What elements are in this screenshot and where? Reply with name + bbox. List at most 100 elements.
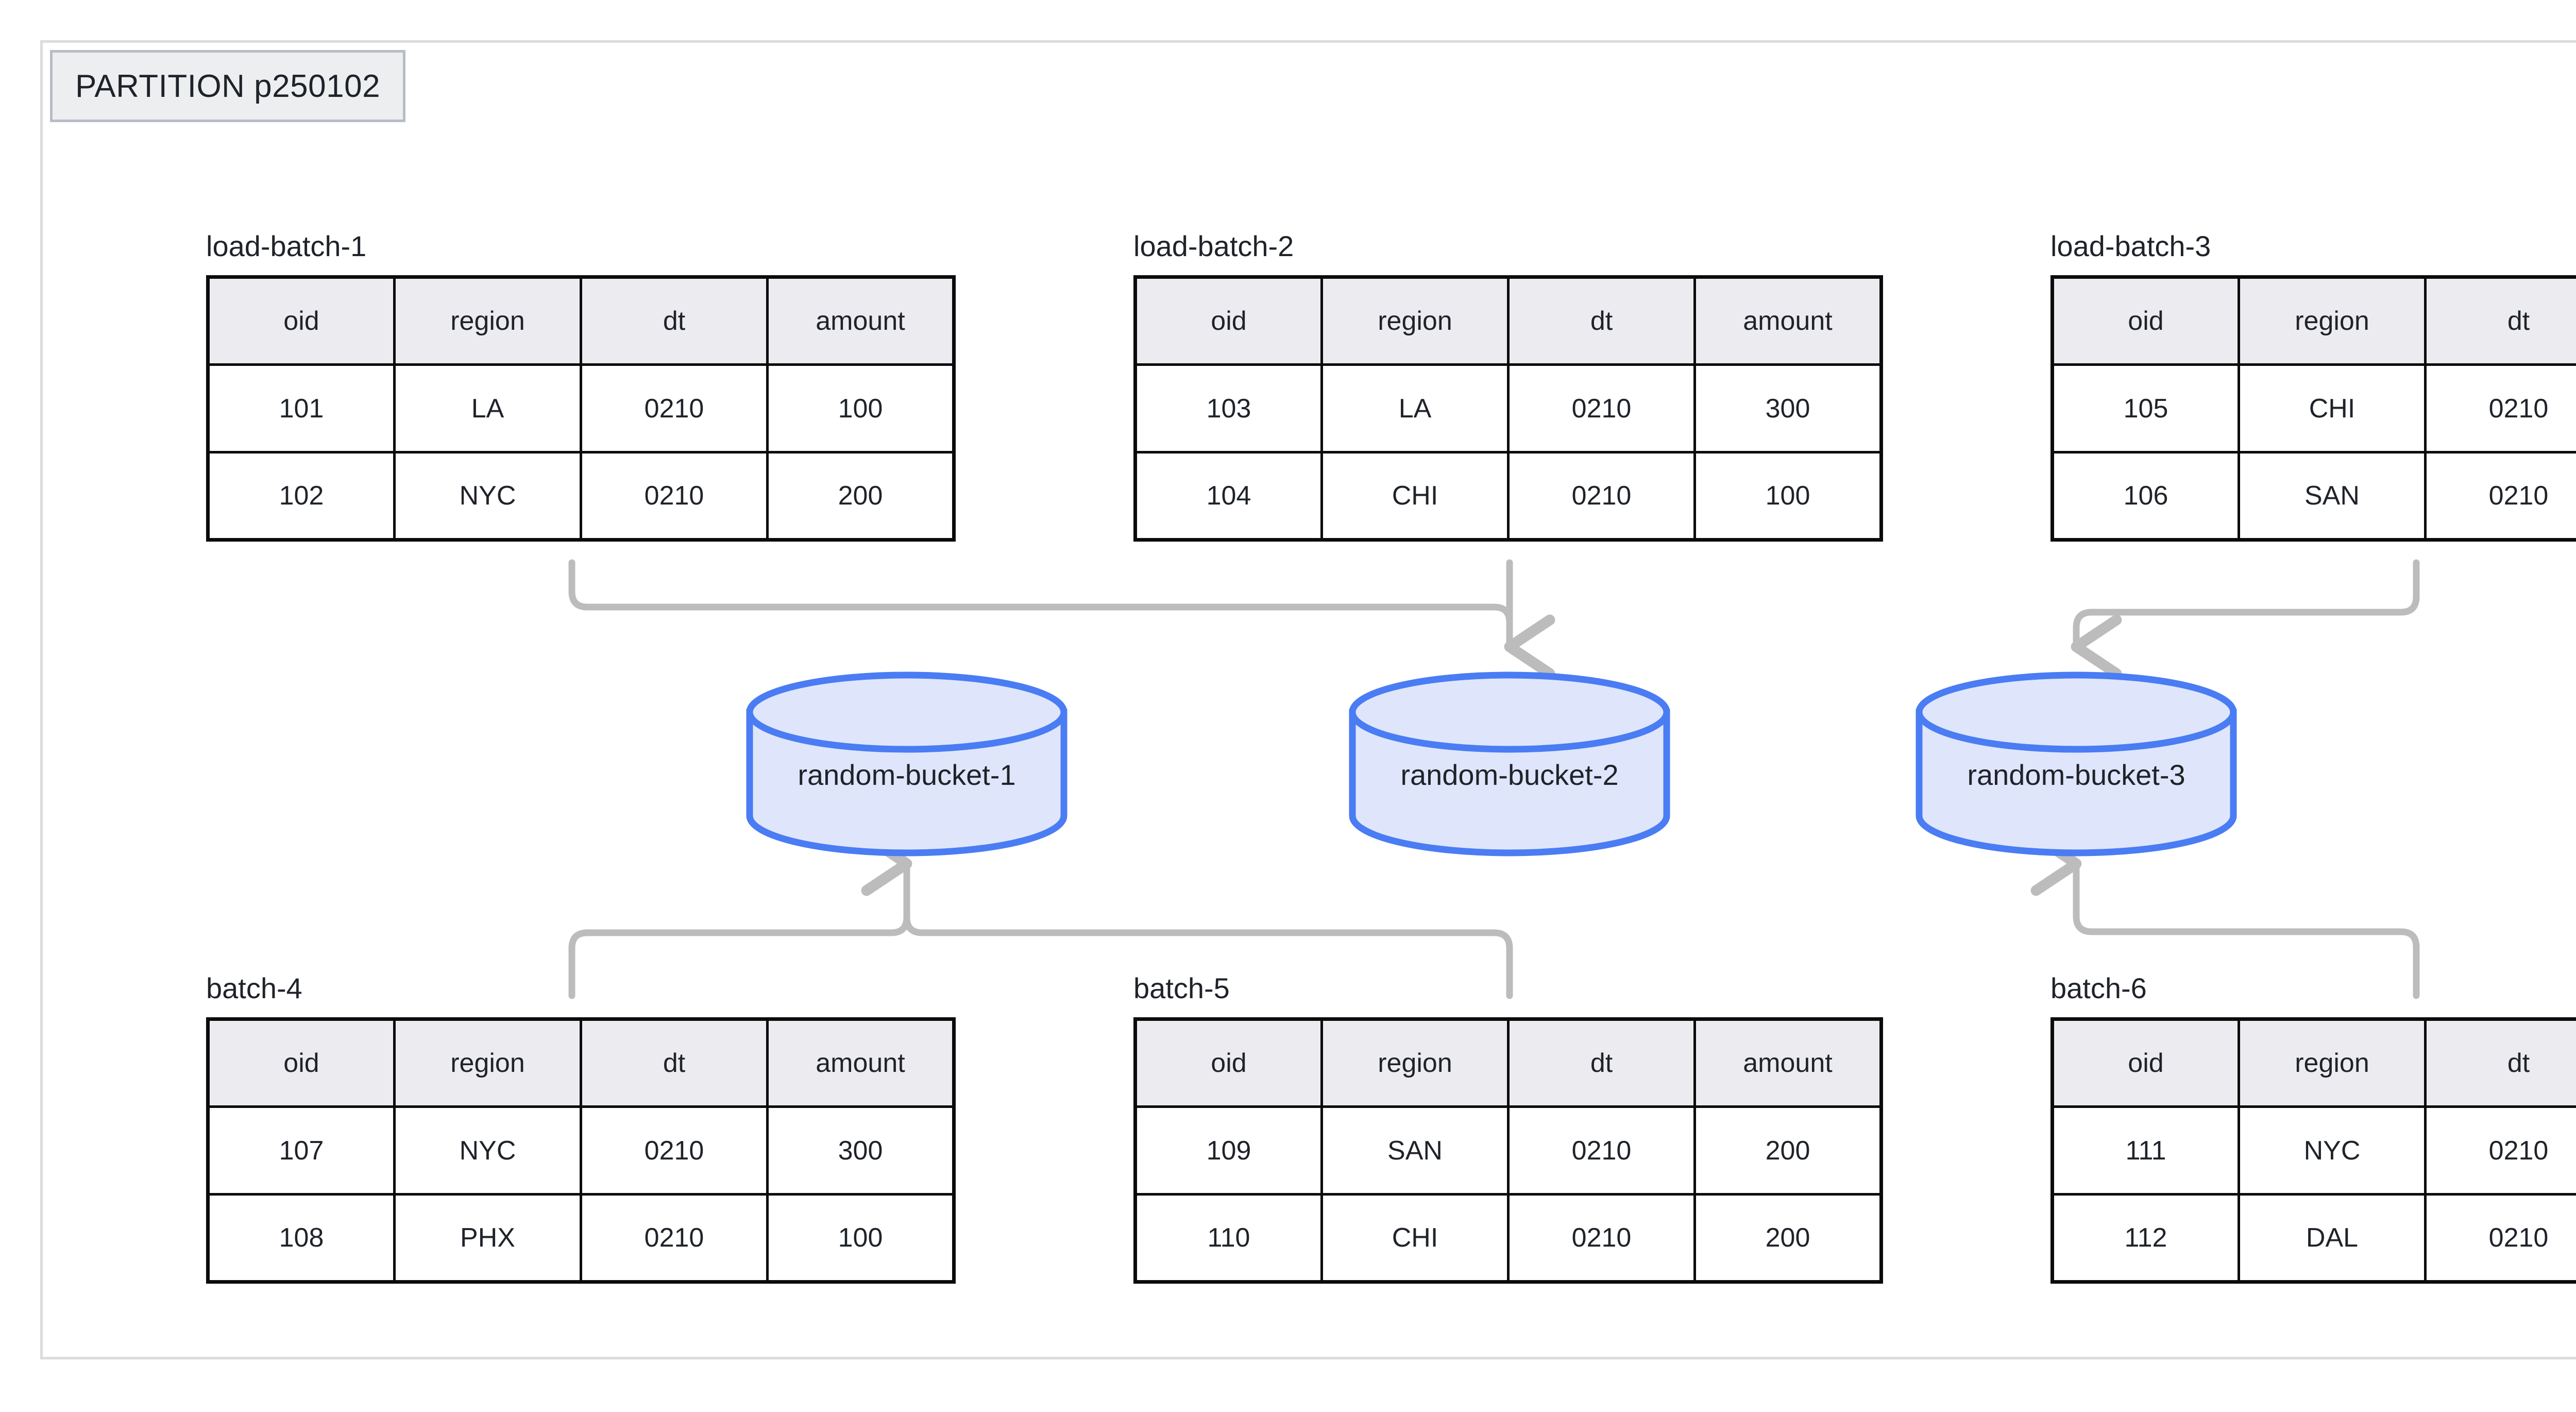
batch-table: oid region dt amount 103 LA 0210 300 104… [1133,275,1883,542]
batch-label: batch-4 [206,972,302,1004]
col-header-region: region [393,276,582,366]
col-header-amount: amount [1693,276,1883,366]
cell-dt: 0210 [2424,451,2576,541]
cell-oid: 112 [2051,1193,2240,1283]
cell-oid: 105 [2051,363,2240,453]
cell-region: NYC [2238,1105,2427,1196]
cell-oid: 108 [207,1193,396,1283]
cell-amount: 200 [766,451,955,541]
cell-amount: 100 [766,1193,955,1283]
cell-amount: 300 [766,1105,955,1196]
table-row: 104 CHI 0210 100 [1134,451,1883,541]
table-header-row: oid region dt amount [207,1018,955,1108]
col-header-oid: oid [1134,1018,1323,1108]
table-row: 106 SAN 0210 100 [2051,451,2576,541]
cell-dt: 0210 [1507,1105,1696,1196]
cell-oid: 104 [1134,451,1323,541]
col-header-oid: oid [207,276,396,366]
table-row: 101 LA 0210 100 [207,363,955,453]
col-header-oid: oid [2051,276,2240,366]
batch-table: oid region dt amount 111 NYC 0210 100 11… [2050,1017,2576,1284]
cell-amount: 200 [1693,1105,1883,1196]
cell-oid: 103 [1134,363,1323,453]
table-row: 112 DAL 0210 200 [2051,1193,2576,1283]
batch-group-batch-5: batch-5 oid region dt amount 109 SAN 021… [1133,974,1883,1284]
col-header-region: region [2238,1018,2427,1108]
cell-amount: 100 [1693,451,1883,541]
col-header-amount: amount [766,1018,955,1108]
bucket-label-3: random-bucket-3 [1967,759,2185,791]
edge-batch-6-to-bucket-3 [2030,831,2420,999]
bucket-random-bucket-2[interactable] [1349,671,1670,856]
batch-label: batch-6 [2050,972,2147,1004]
cell-region: CHI [2238,363,2427,453]
col-header-amount: amount [766,276,955,366]
col-header-region: region [1320,1018,1510,1108]
batch-table: oid region dt amount 109 SAN 0210 200 11… [1133,1017,1883,1284]
table-row: 108 PHX 0210 100 [207,1193,955,1283]
cell-dt: 0210 [1507,1193,1696,1283]
col-header-region: region [2238,276,2427,366]
cell-oid: 109 [1134,1105,1323,1196]
cell-dt: 0210 [580,363,769,453]
cell-dt: 0210 [1507,451,1696,541]
batch-table: oid region dt amount 107 NYC 0210 300 10… [206,1017,956,1284]
cell-dt: 0210 [580,1193,769,1283]
cell-dt: 0210 [580,1105,769,1196]
batch-group-batch-6: batch-6 oid region dt amount 111 NYC 021… [2050,974,2576,1284]
partition-title: PARTITION p250102 [75,68,381,104]
col-header-dt: dt [580,276,769,366]
cell-region: DAL [2238,1193,2427,1283]
cell-dt: 0210 [2424,363,2576,453]
cell-dt: 0210 [1507,363,1696,453]
cell-region: PHX [393,1193,582,1283]
cell-amount: 200 [1693,1193,1883,1283]
table-row: 109 SAN 0210 200 [1134,1105,1883,1196]
bucket-label-1: random-bucket-1 [798,759,1015,791]
table-header-row: oid region dt amount [1134,1018,1883,1108]
cell-oid: 106 [2051,451,2240,541]
col-header-dt: dt [2424,276,2576,366]
cell-amount: 300 [1693,363,1883,453]
batch-table: oid region dt amount 101 LA 0210 100 102… [206,275,956,542]
cell-oid: 110 [1134,1193,1323,1283]
col-header-region: region [1320,276,1510,366]
edge-load-batch-3-to-bucket-3 [2071,559,2420,679]
cell-region: CHI [1320,1193,1510,1283]
col-header-oid: oid [207,1018,396,1108]
cell-region: LA [393,363,582,453]
col-header-amount: amount [1693,1018,1883,1108]
cell-dt: 0210 [580,451,769,541]
table-row: 105 CHI 0210 200 [2051,363,2576,453]
cell-oid: 102 [207,451,396,541]
edge-batch-5-to-bucket-1 [861,831,1513,999]
table-row: 111 NYC 0210 100 [2051,1105,2576,1196]
cell-region: SAN [2238,451,2427,541]
batch-group-batch-4: batch-4 oid region dt amount 107 NYC 021… [206,974,956,1284]
bucket-random-bucket-3[interactable] [1916,671,2237,856]
col-header-dt: dt [580,1018,769,1108]
bucket-random-bucket-1[interactable] [746,671,1067,856]
batch-group-load-batch-2: load-batch-2 oid region dt amount 103 LA… [1133,232,1883,542]
table-header-row: oid region dt amount [1134,276,1883,366]
cell-oid: 111 [2051,1105,2240,1196]
col-header-oid: oid [1134,276,1323,366]
batch-label: load-batch-2 [1133,230,1294,262]
partition-header-tab: PARTITION p250102 [50,50,406,122]
cell-dt: 0210 [2424,1105,2576,1196]
table-row: 110 CHI 0210 200 [1134,1193,1883,1283]
cell-region: LA [1320,363,1510,453]
cell-oid: 107 [207,1105,396,1196]
table-row: 102 NYC 0210 200 [207,451,955,541]
col-header-dt: dt [1507,1018,1696,1108]
batch-label: batch-5 [1133,972,1230,1004]
batch-label: load-batch-1 [206,230,367,262]
table-header-row: oid region dt amount [207,276,955,366]
batch-group-load-batch-3: load-batch-3 oid region dt amount 105 CH… [2050,232,2576,542]
table-header-row: oid region dt amount [2051,276,2576,366]
cell-amount: 100 [766,363,955,453]
table-header-row: oid region dt amount [2051,1018,2576,1108]
